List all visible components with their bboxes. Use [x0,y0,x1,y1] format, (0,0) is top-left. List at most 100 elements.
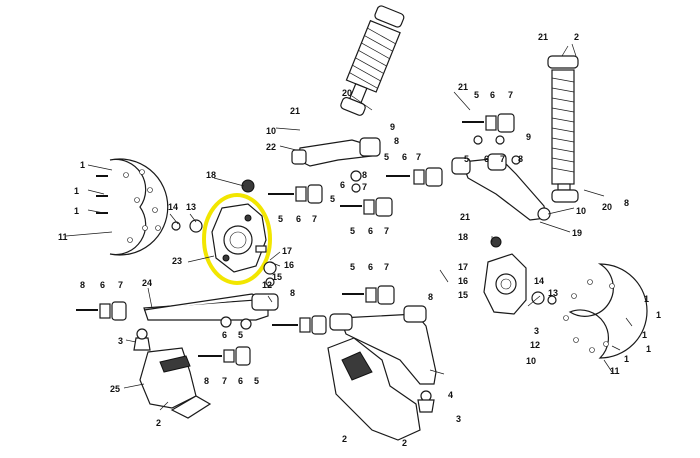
callout-4: 4 [448,390,453,400]
callout-7: 7 [384,262,389,272]
callout-8: 8 [290,288,295,298]
center-bushings [340,167,443,305]
callout-6: 6 [296,214,301,224]
callout-1: 1 [74,186,79,196]
callout-3: 3 [534,326,539,336]
callout-8: 8 [394,136,399,146]
callout-6: 6 [238,376,243,386]
right-steering-knuckle [483,236,557,315]
right-brake-disc [563,263,648,359]
callout-1: 1 [642,330,647,340]
callout-11: 11 [58,232,68,242]
center-ball-joint [417,390,435,413]
callout-8: 8 [428,292,433,302]
callout-15: 15 [458,290,468,300]
callout-9: 9 [390,122,395,132]
callout-6: 6 [222,330,227,340]
callout-10: 10 [266,126,276,136]
center-skid-plate [327,337,421,441]
callout-7: 7 [362,182,367,192]
callout-7: 7 [222,376,227,386]
callout-17: 17 [458,262,468,272]
callout-7: 7 [384,226,389,236]
callout-7: 7 [118,280,123,290]
callout-9: 9 [526,132,531,142]
callout-22: 22 [266,142,276,152]
callout-7: 7 [312,214,317,224]
callout-3: 3 [456,414,461,424]
callout-2: 2 [156,418,161,428]
callout-25: 25 [110,384,120,394]
callout-1: 1 [74,206,79,216]
callout-19: 19 [572,228,582,238]
callout-6: 6 [490,90,495,100]
callout-14: 14 [168,202,178,212]
callout-6: 6 [368,226,373,236]
callout-1: 1 [644,294,649,304]
callout-5: 5 [384,152,389,162]
left-steering-knuckle [211,203,267,273]
callout-3: 3 [118,336,123,346]
left-lower-a-arm [143,293,279,321]
callout-8: 8 [80,280,85,290]
callout-1: 1 [646,344,651,354]
left-skid-plate [139,347,212,419]
callout-18: 18 [458,232,468,242]
center-lower-a-arm [329,305,437,385]
callout-21: 21 [460,212,470,222]
callout-6: 6 [368,262,373,272]
left-shock-absorber [340,5,405,116]
leader-lines [65,43,633,411]
callout-16: 16 [284,260,294,270]
callout-10: 10 [526,356,536,366]
callout-2: 2 [402,438,407,448]
left-ball-joint [133,328,151,351]
callout-1: 1 [80,160,85,170]
callout-5: 5 [464,154,469,164]
callout-6: 6 [340,180,345,190]
callout-5: 5 [238,330,243,340]
callout-15: 15 [272,272,282,282]
right-shock-absorber [547,55,579,203]
callout-13: 13 [548,288,558,298]
callout-8: 8 [362,170,367,180]
callout-2: 2 [574,32,579,42]
callout-23: 23 [172,256,182,266]
callout-10: 10 [576,206,586,216]
callout-5: 5 [330,194,335,204]
right-upper-bushings [462,113,521,165]
callout-6: 6 [100,280,105,290]
right-upper-a-arm [451,153,551,221]
callout-13: 13 [186,202,196,212]
callout-8: 8 [518,154,523,164]
callout-5: 5 [254,376,259,386]
callout-8: 8 [624,198,629,208]
callout-1: 1 [656,310,661,320]
callout-24: 24 [142,278,152,288]
callout-1: 1 [624,354,629,364]
callout-12: 12 [530,340,540,350]
callout-2: 2 [342,434,347,444]
highlight-ring [202,193,272,285]
callout-5: 5 [350,262,355,272]
callout-21: 21 [458,82,468,92]
callout-16: 16 [458,276,468,286]
callout-21: 21 [538,32,548,42]
callout-5: 5 [350,226,355,236]
left-brake-disc [109,158,169,256]
callout-7: 7 [508,90,513,100]
callout-5: 5 [474,90,479,100]
callout-20: 20 [602,202,612,212]
left-disc-bolts [96,175,108,214]
callout-6: 6 [402,152,407,162]
callout-6: 6 [484,154,489,164]
callout-18: 18 [206,170,216,180]
callout-17: 17 [282,246,292,256]
callout-20: 20 [342,88,352,98]
callout-12: 12 [262,280,272,290]
left-lower-bushings [76,301,327,366]
callout-7: 7 [500,154,505,164]
callout-7: 7 [416,152,421,162]
